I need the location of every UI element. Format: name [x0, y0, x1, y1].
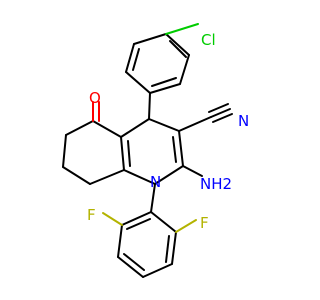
- bond-dfaryl5: [171, 231, 177, 265]
- bond-nitrile1: [210, 108, 231, 118]
- bond-c5-c6: [65, 120, 94, 136]
- bond-c2-n1: [154, 165, 184, 185]
- bond-aryl2-inner: [169, 40, 187, 58]
- bond-aryl2: [165, 33, 190, 56]
- bond-dfaryl2: [117, 224, 123, 258]
- bond-c4a-c5: [92, 120, 122, 138]
- bond-n1-c8a: [123, 169, 156, 185]
- bond-c3-c2: [178, 130, 184, 167]
- chlorine-label: Cl: [201, 31, 216, 49]
- bond-aryl6: [125, 43, 135, 73]
- bonds: [62, 23, 233, 278]
- bond-c6-c7: [62, 134, 67, 168]
- molecule-structure: Cl O N NH2 N F F: [62, 23, 249, 278]
- bond-dfaryl3-inner: [123, 253, 145, 271]
- bond-c8a-c4a-inner: [127, 140, 131, 167]
- atom-labels: Cl O N NH2 N F F: [87, 31, 249, 232]
- bond-c-f-left: [102, 212, 123, 226]
- fluorine-right-label: F: [200, 214, 209, 232]
- bond-c8a-c4a: [120, 136, 125, 171]
- nitrile-nitrogen-label: N: [238, 112, 249, 130]
- bond-dfaryl3: [117, 256, 144, 278]
- fluorine-left-label: F: [87, 206, 96, 224]
- bond-aryl5: [125, 71, 151, 94]
- bond-dfaryl6: [150, 211, 177, 233]
- bond-c7-c8: [62, 166, 91, 185]
- bond-dfaryl4: [142, 263, 173, 278]
- bond-dfaryl1: [121, 211, 152, 226]
- bond-dfaryl1-inner: [126, 218, 151, 230]
- bond-dfaryl5-inner: [165, 235, 170, 263]
- bond-aryl6-inner: [132, 48, 140, 71]
- bond-c8-c8a: [89, 169, 125, 185]
- bond-c4-c3: [148, 118, 180, 132]
- oxygen-label: O: [89, 89, 101, 107]
- amino-label: NH2: [200, 175, 232, 193]
- bond-c-cl: [165, 23, 199, 35]
- bond-aryl4: [149, 83, 181, 94]
- bond-aryl1: [133, 33, 167, 45]
- bond-nitrile3: [212, 113, 233, 123]
- bond-c-f-right: [175, 219, 197, 233]
- bond-aryl-c4: [148, 92, 151, 120]
- bond-c3-c2-inner: [172, 136, 177, 163]
- bond-c3-cn: [178, 116, 212, 132]
- bond-c4a-c4: [120, 118, 150, 138]
- ring-nitrogen-label: N: [150, 173, 161, 191]
- bond-aryl3: [179, 54, 190, 85]
- bond-c2-nh2: [182, 165, 203, 177]
- bond-n1-aryl: [150, 183, 156, 213]
- bond-nitrile2: [208, 103, 229, 113]
- bond-aryl4-inner: [151, 77, 177, 87]
